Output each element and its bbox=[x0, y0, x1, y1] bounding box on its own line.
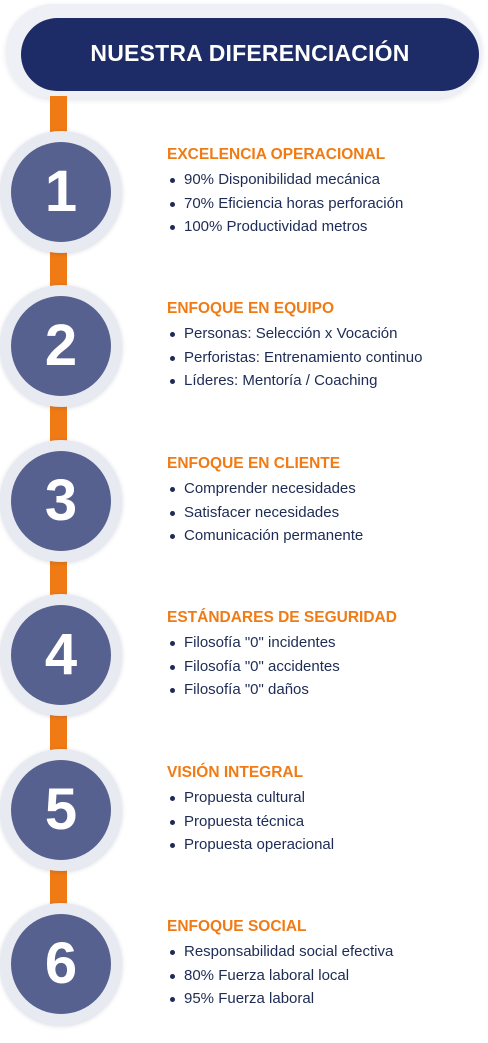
list-item: Filosofía "0" incidentes bbox=[167, 631, 483, 655]
list-item-text: Filosofía "0" incidentes bbox=[184, 634, 336, 651]
bullet-dot-icon bbox=[170, 819, 175, 825]
bullet-dot-icon bbox=[170, 332, 175, 337]
bullet-list: Propuesta cultural Propuesta técnica Pro… bbox=[167, 786, 483, 857]
list-item-text: Personas: Selección x Vocación bbox=[184, 325, 398, 342]
step-content: ENFOQUE EN CLIENTE Comprender necesidade… bbox=[167, 454, 483, 548]
step-content: ESTÁNDARES DE SEGURIDAD Filosofía "0" in… bbox=[167, 608, 483, 702]
bullet-dot-icon bbox=[170, 641, 175, 646]
list-item-text: 100% Productividad metros bbox=[184, 218, 368, 235]
step-number: 3 bbox=[44, 468, 78, 533]
step-2: 2 ENFOQUE EN EQUIPO Personas: Selección … bbox=[0, 285, 488, 425]
list-item-text: Perforistas: Entrenamiento continuo bbox=[184, 348, 423, 366]
list-item: Propuesta técnica bbox=[167, 810, 483, 834]
list-item: Comprender necesidades bbox=[167, 477, 483, 501]
list-item-text: Propuesta cultural bbox=[184, 789, 305, 806]
step-number-circle: 2 bbox=[11, 296, 111, 396]
step-title: EXCELENCIA OPERACIONAL bbox=[167, 146, 386, 163]
step-number-circle: 3 bbox=[11, 451, 111, 551]
bullet-dot-icon bbox=[170, 950, 175, 955]
step-number: 6 bbox=[44, 931, 78, 996]
list-item-text: Filosofía "0" accidentes bbox=[184, 657, 340, 675]
list-item-text: Filosofía "0" daños bbox=[184, 681, 309, 698]
list-item: Filosofía "0" accidentes bbox=[167, 655, 483, 679]
header-banner: NUESTRA DIFERENCIACIÓN bbox=[6, 4, 482, 98]
step-title: ENFOQUE EN CLIENTE bbox=[167, 455, 341, 472]
step-number: 5 bbox=[44, 777, 78, 842]
list-item-text: Propuesta técnica bbox=[184, 812, 305, 830]
bullet-list: Comprender necesidades Satisfacer necesi… bbox=[167, 477, 483, 548]
list-item: Comunicación permanente bbox=[167, 524, 483, 548]
step-6: 6 ENFOQUE SOCIAL Responsabilidad social … bbox=[0, 903, 488, 1043]
list-item-text: Comprender necesidades bbox=[184, 480, 356, 497]
step-4: 4 ESTÁNDARES DE SEGURIDAD Filosofía "0" … bbox=[0, 594, 488, 734]
bullet-dot-icon bbox=[170, 510, 175, 516]
header-pill: NUESTRA DIFERENCIACIÓN bbox=[21, 18, 479, 91]
bullet-list: 90% Disponibilidad mecánica 70% Eficienc… bbox=[167, 168, 483, 239]
step-number-circle: 4 bbox=[11, 605, 111, 705]
list-item: 100% Productividad metros bbox=[167, 215, 483, 239]
bullet-dot-icon bbox=[170, 534, 175, 539]
step-1: 1 EXCELENCIA OPERACIONAL 90% Disponibili… bbox=[0, 131, 488, 271]
page-title: NUESTRA DIFERENCIACIÓN bbox=[90, 40, 410, 66]
list-item: Líderes: Mentoría / Coaching bbox=[167, 369, 483, 393]
step-content: ENFOQUE SOCIAL Responsabilidad social ef… bbox=[167, 917, 483, 1011]
list-item-text: 95% Fuerza laboral bbox=[184, 990, 315, 1007]
list-item: Satisfacer necesidades bbox=[167, 501, 483, 525]
list-item-text: 80% Fuerza laboral local bbox=[184, 966, 350, 984]
bullet-dot-icon bbox=[170, 487, 175, 492]
list-item: 80% Fuerza laboral local bbox=[167, 964, 483, 988]
step-number-ring: 5 bbox=[0, 749, 122, 871]
step-number-ring: 4 bbox=[0, 594, 122, 716]
list-item-text: 90% Disponibilidad mecánica bbox=[184, 171, 380, 188]
bullet-dot-icon bbox=[170, 178, 175, 183]
list-item-text: Comunicación permanente bbox=[184, 527, 364, 544]
step-number-circle: 1 bbox=[11, 142, 111, 242]
bullet-dot-icon bbox=[170, 225, 175, 230]
step-content: VISIÓN INTEGRAL Propuesta cultural Propu… bbox=[167, 763, 483, 857]
step-number-circle: 5 bbox=[11, 760, 111, 860]
bullet-dot-icon bbox=[170, 796, 175, 801]
list-item: 90% Disponibilidad mecánica bbox=[167, 168, 483, 192]
bullet-dot-icon bbox=[170, 355, 175, 361]
step-5: 5 VISIÓN INTEGRAL Propuesta cultural Pro… bbox=[0, 749, 488, 889]
bullet-dot-icon bbox=[170, 997, 175, 1002]
bullet-list: Personas: Selección x Vocación Perforist… bbox=[167, 322, 483, 393]
list-item: Filosofía "0" daños bbox=[167, 678, 483, 702]
step-number: 1 bbox=[44, 159, 78, 224]
list-item: Personas: Selección x Vocación bbox=[167, 322, 483, 346]
step-content: ENFOQUE EN EQUIPO Personas: Selección x … bbox=[167, 299, 483, 393]
step-number-ring: 1 bbox=[0, 131, 122, 253]
step-title: ENFOQUE SOCIAL bbox=[167, 918, 307, 935]
bullet-dot-icon bbox=[170, 843, 175, 848]
step-number-ring: 2 bbox=[0, 285, 122, 407]
step-number: 2 bbox=[44, 313, 78, 378]
list-item-text: Líderes: Mentoría / Coaching bbox=[184, 372, 378, 389]
bullet-list: Filosofía "0" incidentes Filosofía "0" a… bbox=[167, 631, 483, 702]
list-item-text: Responsabilidad social efectiva bbox=[184, 943, 394, 960]
step-3: 3 ENFOQUE EN CLIENTE Comprender necesida… bbox=[0, 440, 488, 580]
list-item: Propuesta cultural bbox=[167, 786, 483, 810]
list-item: Perforistas: Entrenamiento continuo bbox=[167, 346, 483, 370]
bullet-dot-icon bbox=[170, 688, 175, 693]
step-number-ring: 3 bbox=[0, 440, 122, 562]
bullet-dot-icon bbox=[170, 664, 175, 670]
step-title: VISIÓN INTEGRAL bbox=[167, 764, 304, 781]
list-item: 70% Eficiencia horas perforación bbox=[167, 192, 483, 216]
bullet-dot-icon bbox=[170, 973, 175, 979]
step-number: 4 bbox=[44, 622, 78, 687]
list-item: Responsabilidad social efectiva bbox=[167, 940, 483, 964]
list-item-text: Propuesta operacional bbox=[184, 836, 335, 853]
step-title: ESTÁNDARES DE SEGURIDAD bbox=[167, 609, 397, 626]
step-content: EXCELENCIA OPERACIONAL 90% Disponibilida… bbox=[167, 145, 483, 239]
step-title: ENFOQUE EN EQUIPO bbox=[167, 300, 335, 317]
list-item: Propuesta operacional bbox=[167, 833, 483, 857]
list-item-text: 70% Eficiencia horas perforación bbox=[184, 194, 404, 212]
step-number-ring: 6 bbox=[0, 903, 122, 1025]
bullet-dot-icon bbox=[170, 379, 175, 384]
bullet-list: Responsabilidad social efectiva 80% Fuer… bbox=[167, 940, 483, 1011]
step-number-circle: 6 bbox=[11, 914, 111, 1014]
list-item: 95% Fuerza laboral bbox=[167, 987, 483, 1011]
bullet-dot-icon bbox=[170, 201, 175, 207]
list-item-text: Satisfacer necesidades bbox=[184, 503, 340, 521]
